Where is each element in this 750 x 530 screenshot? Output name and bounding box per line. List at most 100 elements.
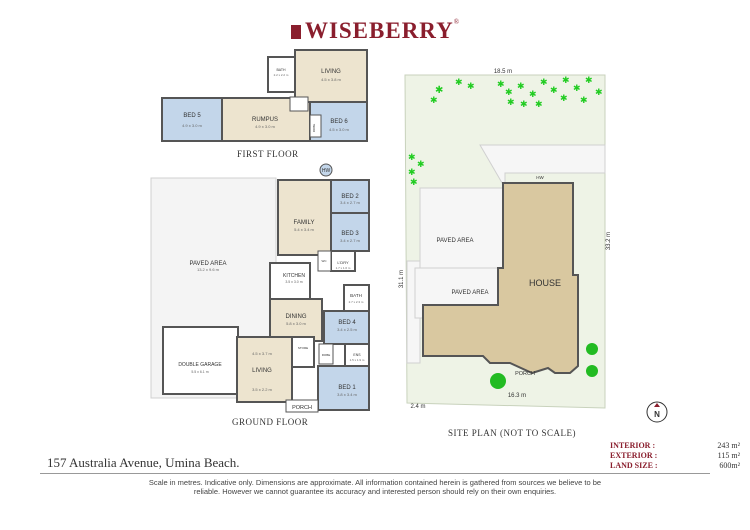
gf-hot-water-unit <box>319 163 333 177</box>
tree-icon: ✱ <box>529 89 537 99</box>
tree-icon: ✱ <box>408 152 416 162</box>
tree-icon: ✱ <box>435 85 443 96</box>
gf-dims-bath: 2.7 x 2.3 m <box>349 300 364 304</box>
brand-registered-mark: ® <box>453 18 460 26</box>
tree-icon: ✱ <box>455 77 463 87</box>
stat-interior: INTERIOR : 243 m² <box>610 441 740 451</box>
gf-dims-living-ext: 4.5 x 3.7 m <box>252 351 272 356</box>
tree-icon: ✱ <box>505 87 513 97</box>
gf-dims-living: 3.5 x 2.2 m <box>252 387 272 392</box>
site-label-hw: HW <box>536 175 544 180</box>
site-shrub <box>490 373 506 389</box>
tree-icon: ✱ <box>562 75 570 85</box>
gf-label-bed3: BED 3 <box>341 231 359 237</box>
site-dim-bottom-left: 2.4 m <box>410 404 425 410</box>
ff-room-bed5 <box>161 97 223 142</box>
gf-room-living <box>236 336 293 403</box>
stat-value: 243 m² <box>717 441 740 450</box>
gf-label-kitchen: KITCHEN <box>283 273 305 279</box>
site-paved-area-upper <box>419 187 509 269</box>
gf-label-bed1: BED 1 <box>338 385 356 391</box>
stat-label: EXTERIOR : <box>610 451 658 460</box>
ff-label-bed5: BED 5 <box>183 113 201 119</box>
gf-label-wc: WC <box>322 259 328 263</box>
gf-label-garage: DOUBLE GARAGE <box>178 362 222 368</box>
stat-label: LAND SIZE : <box>610 461 658 470</box>
gf-dims-dining: 5.8 x 3.0 m <box>286 321 306 326</box>
property-address: 157 Australia Avenue, Umina Beach. <box>47 455 240 470</box>
gf-room-wc <box>317 250 332 272</box>
first-floor-plan: BED 5 4.9 x 3.0 m RUMPUS 4.9 x 3.0 m LIV… <box>161 49 368 142</box>
ff-dims-rumpus: 4.9 x 3.0 m <box>255 124 275 129</box>
tree-icon: ✱ <box>430 95 438 105</box>
ff-room-robe <box>309 114 322 138</box>
tree-icon: ✱ <box>573 83 581 93</box>
tree-icon: ✱ <box>497 79 505 89</box>
stat-label: INTERIOR : <box>610 441 656 450</box>
stat-value: 115 m² <box>717 451 740 460</box>
gf-room-robe <box>318 343 334 365</box>
gf-label-bed4: BED 4 <box>338 320 356 326</box>
site-dim-right: 33.2 m <box>606 232 612 250</box>
ff-label-living: LIVING <box>321 69 341 75</box>
gf-label-living: LIVING <box>252 368 272 374</box>
gf-room-porch <box>285 399 319 413</box>
tree-icon: ✱ <box>517 81 525 91</box>
tree-icon: ✱ <box>417 159 425 169</box>
footer-divider <box>40 473 710 474</box>
gf-label-paved: PAVED AREA <box>189 261 226 267</box>
stat-value: 600m² <box>719 461 740 470</box>
gf-dims-garage: 5.5 x 6.1 m <box>191 370 208 374</box>
stat-exterior: EXTERIOR : 115 m² <box>610 451 740 461</box>
gf-room-garage <box>162 326 239 395</box>
ff-dims-bed6: 4.5 x 3.0 m <box>329 127 349 132</box>
tree-icon: ✱ <box>520 99 528 109</box>
gf-room-bed3 <box>330 212 370 252</box>
gf-dims-bed1: 3.8 x 3.4 m <box>337 392 357 397</box>
site-shrub <box>586 343 598 355</box>
site-label-paved-1: PAVED AREA <box>436 238 473 244</box>
gf-room-bed1 <box>317 365 370 411</box>
gf-label-ldry: L'DRY <box>337 260 349 265</box>
tree-icon: ✱ <box>595 87 603 97</box>
ff-room-bath <box>267 56 296 93</box>
north-label: N <box>654 410 660 419</box>
gf-room-store <box>291 336 315 368</box>
brand-name: WISEBERRY <box>304 18 454 43</box>
gf-label-ens: ENS <box>353 353 361 357</box>
tree-icon: ✱ <box>560 93 568 103</box>
ff-dims-bath: 2.2 x 2.2 m <box>274 73 289 77</box>
gf-dims-bed2: 3.4 x 2.7 m <box>340 200 360 205</box>
ff-dims-bed5: 4.9 x 3.0 m <box>182 123 202 128</box>
ff-dims-living: 4.5 x 3.8 m <box>321 77 341 82</box>
site-house <box>422 182 579 375</box>
tree-icon: ✱ <box>467 81 475 91</box>
tree-icon: ✱ <box>585 75 593 85</box>
gf-dims-kitchen: 3.5 x 3.0 m <box>285 280 302 284</box>
gf-dims-bed3: 3.4 x 2.7 m <box>340 238 360 243</box>
tree-icon: ✱ <box>507 97 515 107</box>
gf-dims-ens: 1.5 x 1.9 m <box>350 358 365 362</box>
ff-stairs <box>289 96 309 112</box>
area-stats: INTERIOR : 243 m² EXTERIOR : 115 m² LAND… <box>610 441 740 471</box>
gf-label-bed2: BED 2 <box>341 194 359 200</box>
tree-icon: ✱ <box>540 77 548 87</box>
site-dim-bottom: 16.3 m <box>508 393 526 399</box>
ff-label-bed6: BED 6 <box>330 119 348 125</box>
site-shrub <box>586 365 598 377</box>
gf-label-bath: BATH <box>350 293 362 298</box>
ground-floor-plan: HW PAVED AREA 13.2 x 9.6 m FAMILY 5.4 x … <box>150 163 370 413</box>
gf-label-porch: PORCH <box>292 405 312 411</box>
ff-room-living <box>294 49 368 103</box>
gf-label-dining: DINING <box>286 314 307 320</box>
gf-room-bath <box>343 284 370 312</box>
site-dim-top: 18.5 m <box>494 69 512 75</box>
site-plan: HW HOUSE PAVED AREA PAVED AREA PORCH ✱ ✱… <box>399 69 612 410</box>
stat-land-size: LAND SIZE : 600m² <box>610 461 740 471</box>
brand-logo: WISEBERRY® <box>0 18 750 44</box>
gf-dims-paved: 13.2 x 9.6 m <box>197 267 220 272</box>
site-dim-left: 31.1 m <box>399 270 405 288</box>
disclaimer-text: Scale in metres. Indicative only. Dimens… <box>148 478 602 496</box>
gf-dims-bed4: 3.4 x 2.5 m <box>337 327 357 332</box>
tree-icon: ✱ <box>535 99 543 109</box>
